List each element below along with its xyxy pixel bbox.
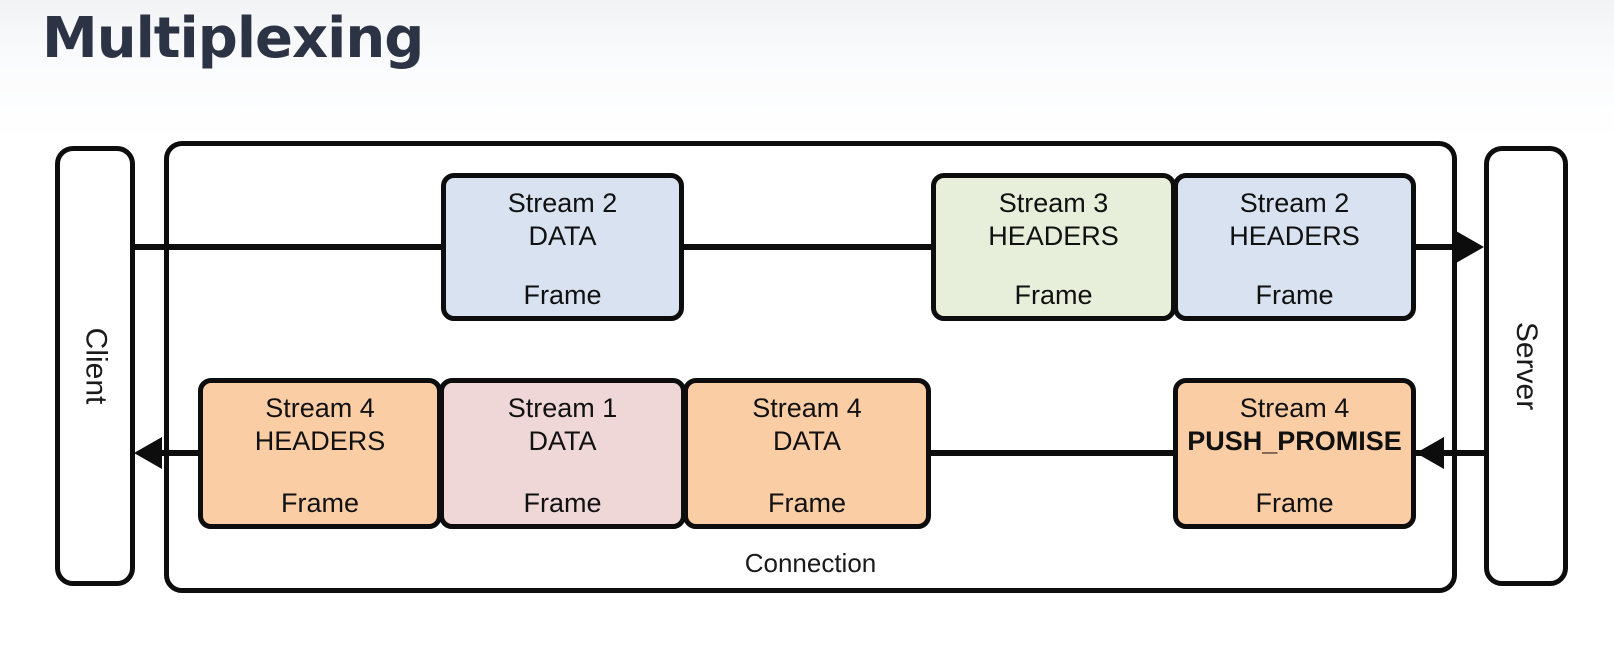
frame-type-label: PUSH_PROMISE xyxy=(1187,426,1402,456)
frame-type-label: DATA xyxy=(528,221,597,251)
frame-stream4-data: Stream 4 DATA Frame xyxy=(683,378,931,529)
frame-stream-label: Stream 1 xyxy=(507,393,618,423)
client-label: Client xyxy=(79,327,113,405)
frame-type-label: HEADERS xyxy=(254,426,386,456)
frame-stream-label: Stream 3 xyxy=(998,188,1109,218)
frame-stream2-headers: Stream 2 HEADERS Frame xyxy=(1173,173,1416,321)
frame-footer-label: Frame xyxy=(523,488,602,518)
frame-head: Stream 2 DATA xyxy=(508,187,618,253)
frame-head: Stream 4 DATA xyxy=(752,392,862,458)
connection-label: Connection xyxy=(744,548,877,578)
frame-stream4-headers: Stream 4 HEADERS Frame xyxy=(198,378,442,529)
arrowhead-left-icon xyxy=(1416,437,1444,469)
frame-footer-label: Frame xyxy=(767,488,846,518)
frame-stream-label: Stream 4 xyxy=(1239,393,1350,423)
frame-stream4-push-promise: Stream 4 PUSH_PROMISE Frame xyxy=(1173,378,1416,529)
arrowhead-right-icon xyxy=(1456,231,1484,263)
frame-head: Stream 3 HEADERS xyxy=(988,187,1119,253)
page-title: Multiplexing xyxy=(42,6,424,71)
frame-head: Stream 4 PUSH_PROMISE xyxy=(1187,392,1402,458)
frame-footer-label: Frame xyxy=(1255,488,1334,518)
frame-footer-label: Frame xyxy=(1014,280,1093,310)
frame-stream1-data: Stream 1 DATA Frame xyxy=(439,378,686,529)
frame-stream-label: Stream 2 xyxy=(507,188,618,218)
frame-head: Stream 1 DATA xyxy=(508,392,618,458)
frame-head: Stream 4 HEADERS xyxy=(255,392,386,458)
frame-footer-label: Frame xyxy=(280,488,359,518)
frame-type-label: DATA xyxy=(772,426,841,456)
client-to-server-line xyxy=(132,244,1462,250)
frame-head: Stream 2 HEADERS xyxy=(1229,187,1360,253)
frame-stream3-headers: Stream 3 HEADERS Frame xyxy=(931,173,1176,321)
frame-type-label: HEADERS xyxy=(1229,221,1360,251)
frame-type-label: DATA xyxy=(528,426,597,456)
frame-stream2-data: Stream 2 DATA Frame xyxy=(441,173,684,321)
frame-footer-label: Frame xyxy=(523,280,602,310)
server-label: Server xyxy=(1510,321,1544,411)
frame-type-label: HEADERS xyxy=(988,221,1119,251)
frame-stream-label: Stream 4 xyxy=(752,393,862,423)
frame-footer-label: Frame xyxy=(1255,280,1334,310)
frame-stream-label: Stream 2 xyxy=(1239,188,1350,218)
arrowhead-left-icon xyxy=(134,437,162,469)
frame-stream-label: Stream 4 xyxy=(265,393,375,423)
client-box: Client xyxy=(55,146,135,586)
server-box: Server xyxy=(1484,146,1568,586)
